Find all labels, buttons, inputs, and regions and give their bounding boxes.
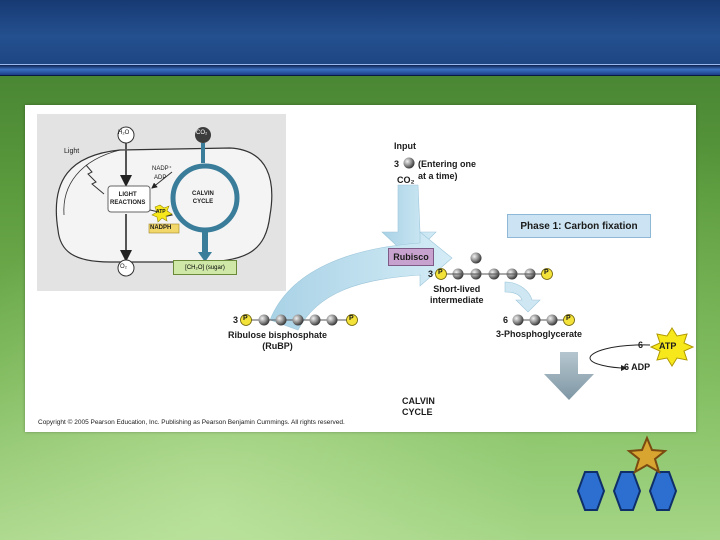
header-rule xyxy=(0,64,720,76)
rubisco-label: Rubisco xyxy=(393,252,429,262)
entering-label: (Entering one at a time) xyxy=(418,159,476,181)
phosphate-label: P xyxy=(544,269,549,276)
rubisco-box: Rubisco xyxy=(388,248,434,266)
phase-1-title-box: Phase 1: Carbon fixation xyxy=(507,214,651,238)
phosphate-label: P xyxy=(566,315,571,322)
inset-light-label: Light xyxy=(64,148,80,155)
copyright-text: Copyright © 2005 Pearson Education, Inc.… xyxy=(38,419,345,426)
phosphate-label: P xyxy=(243,315,248,322)
rubp-molecule xyxy=(240,314,358,326)
inset-atp-label: ATP xyxy=(156,209,166,215)
input-co2-label: CO₂ xyxy=(397,175,415,185)
inset-nadp-label: NADP⁺ xyxy=(152,166,172,172)
inset-co2-label: CO₂ xyxy=(196,130,208,136)
star-icon xyxy=(626,435,668,475)
pga-molecule xyxy=(512,314,575,326)
inset-graphics xyxy=(55,126,273,277)
adp-label: 6 ADP xyxy=(624,362,651,372)
short-lived-intermediate-molecule xyxy=(435,252,553,280)
atp-burst-icon xyxy=(649,327,695,367)
atp-count: 6 xyxy=(638,340,644,350)
inset-sugar-box: [CH₂O] (sugar) xyxy=(173,260,237,275)
inset-calvin-cycle-label: CALVIN CYCLE xyxy=(192,191,214,205)
hexagon-icon xyxy=(612,471,642,511)
inset-nadph-label: NADPH xyxy=(150,225,172,231)
hexagon-icon xyxy=(648,471,678,511)
short-lived-count: 3 xyxy=(428,269,434,279)
short-lived-label: Short-lived intermediate xyxy=(430,284,484,305)
inset-sugar-label: [CH₂O] (sugar) xyxy=(185,264,225,271)
input-count: 3 xyxy=(394,159,400,169)
atp-label: ATP xyxy=(659,341,677,351)
pga-label: 3-Phosphoglycerate xyxy=(496,329,583,339)
phosphate-label: P xyxy=(438,269,443,276)
header-band xyxy=(0,0,720,66)
input-co2-molecule xyxy=(403,157,415,169)
inset-o2-label: O₂ xyxy=(120,264,127,270)
hexagon-icon xyxy=(576,471,606,511)
phosphate-label: P xyxy=(349,315,354,322)
input-label: Input xyxy=(394,141,416,151)
phase-1-title: Phase 1: Carbon fixation xyxy=(520,220,638,232)
pga-count: 6 xyxy=(503,315,509,325)
rubp-label: Ribulose bisphosphate (RuBP) xyxy=(228,330,328,351)
calvin-cycle-label: CALVIN CYCLE xyxy=(402,396,435,417)
decoration-hexagons xyxy=(576,435,678,511)
inset-adp-label: ADP xyxy=(154,175,167,181)
rubp-count: 3 xyxy=(233,315,239,325)
inset-light-reactions-label: LIGHT REACTIONS xyxy=(110,192,146,206)
inset-h2o-label: H₂O xyxy=(118,130,130,136)
